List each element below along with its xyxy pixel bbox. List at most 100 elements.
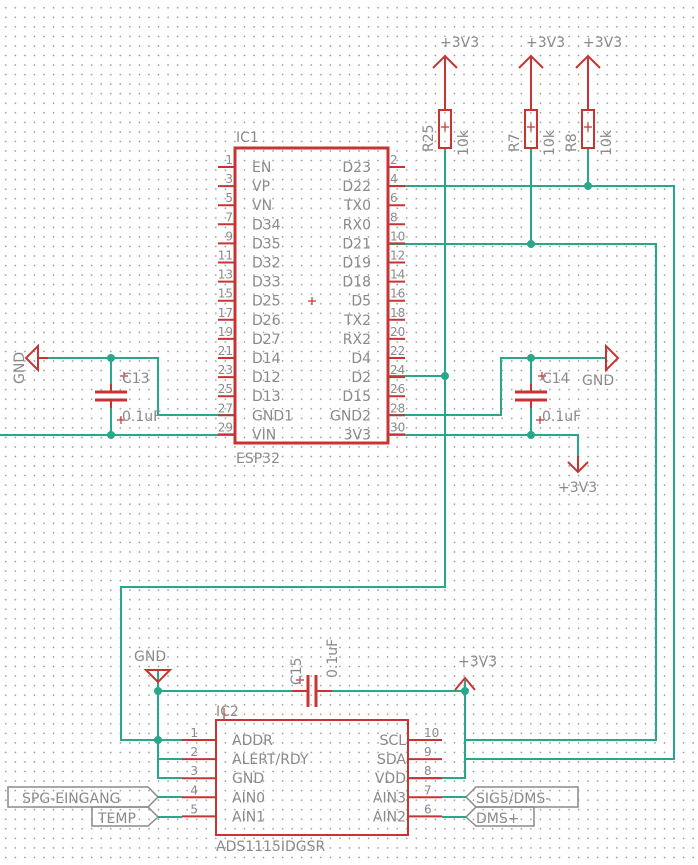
pin-number: 28 [390,401,405,415]
pin-number: 1 [190,726,198,740]
net-label-text: TEMP [97,811,136,827]
pin-name: AIN1 [232,809,265,825]
supply-3v3-esp: +3V3 [558,456,597,496]
resistor-r25[interactable]: R25 10k [421,80,472,156]
pin-name: D18 [342,275,371,291]
supply-3v3-label: +3V3 [440,35,479,51]
net-label-text: SPG-EINGANG [22,791,120,807]
supply-3v3-ads: +3V3 [454,654,497,691]
pin-number: 12 [390,249,405,263]
pin-number: 26 [390,382,405,396]
wires [0,148,675,779]
pin-name: D22 [342,179,371,195]
resistor-r7[interactable]: R7 10k [507,80,558,156]
pin-name: SDA [377,752,406,768]
c13-value: 0.1uF [122,409,161,425]
net-label-spg-eingang[interactable]: SPG-EINGANG [7,786,182,808]
net-label-sig5-dms[interactable]: SIG5/DMS- [442,786,579,808]
pin-name: D5 [351,294,371,310]
pin-number: 4 [190,783,198,797]
pin-number: 1 [225,153,233,167]
junctions [107,182,592,744]
pin-number: 25 [218,382,233,396]
pin-name: D13 [252,389,281,405]
net-label-dms-plus[interactable]: DMS+ [442,806,535,827]
capacitor-c15[interactable]: C15 0.1uF [289,639,341,707]
net-label-text: SIG5/DMS- [476,791,550,807]
pin-name: D27 [252,332,281,348]
pin-number: 5 [225,191,233,205]
resistor-r8[interactable]: R8 10k [564,80,615,156]
pin-number: 11 [218,249,233,263]
r25-name: R25 [421,124,437,152]
pin-name: VDD [375,771,406,787]
pin-name: GND2 [330,408,371,424]
supply-3v3-label: +3V3 [526,35,565,51]
gnd-label: GND [134,649,166,665]
pin-name: D14 [252,351,281,367]
capacitor-c14[interactable]: C14 0.1uF [515,371,581,425]
r7-value: 10k [542,129,558,156]
pin-name: VP [252,179,270,195]
pin-number: 29 [218,420,233,434]
ic1-value: ESP32 [236,451,280,467]
net-label-temp[interactable]: TEMP [91,806,182,827]
pin-name: AIN2 [373,809,406,825]
pin-name: GND1 [252,408,293,424]
pin-name: D4 [351,351,371,367]
pin-name: D32 [252,256,281,272]
pin-number: 2 [190,745,198,759]
pin-number: 16 [390,287,405,301]
pin-number: 15 [218,287,233,301]
pin-number: 17 [218,306,233,320]
pin-number: 9 [424,745,432,759]
pin-name: ADDR [232,733,273,749]
pin-number: 27 [218,401,233,415]
pin-number: 6 [424,802,432,816]
capacitor-c13[interactable]: C13 0.1uF [95,371,161,425]
